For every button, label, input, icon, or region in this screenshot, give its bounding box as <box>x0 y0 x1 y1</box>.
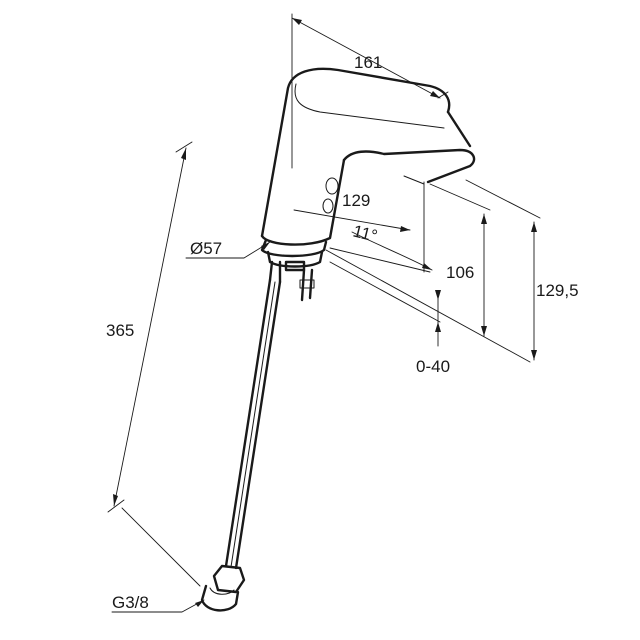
label-height-outlet: 106 <box>446 263 474 282</box>
dim-365 <box>107 141 201 587</box>
label-connection: G3/8 <box>112 593 149 612</box>
faucet-body <box>260 67 476 246</box>
dim-106 <box>429 183 491 337</box>
label-height-total: 129,5 <box>536 281 579 300</box>
dim-angle <box>329 231 433 273</box>
dim-connection <box>111 599 205 613</box>
label-hose-length: 365 <box>106 321 134 340</box>
label-width-top: 161 <box>354 53 382 72</box>
label-base-diameter: Ø57 <box>190 239 222 258</box>
label-spout-reach: 129 <box>342 191 370 210</box>
dim-161 <box>291 13 449 169</box>
dim-diameter <box>185 241 271 259</box>
faucet-base <box>260 238 328 302</box>
supply-hose <box>200 278 282 612</box>
dim-129 <box>293 181 425 273</box>
dim-129-5 <box>465 179 541 361</box>
label-angle: 11° <box>351 221 379 245</box>
label-deck-thickness: 0-40 <box>416 357 450 376</box>
deck-lines <box>325 249 531 363</box>
